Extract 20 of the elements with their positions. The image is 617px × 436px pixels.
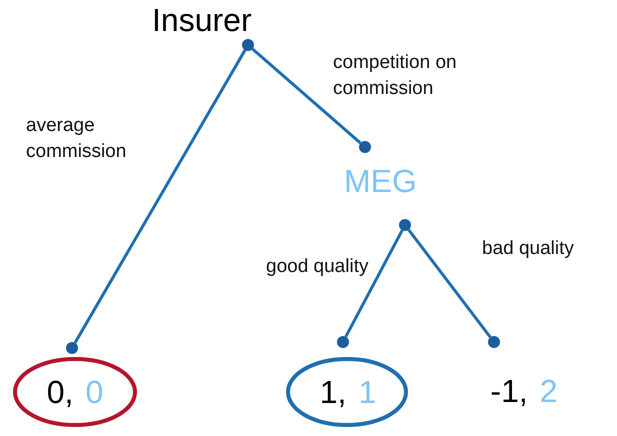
tree-node-dot [399,219,411,231]
tree-node-dot [337,336,349,348]
payoff-ellipse [286,357,408,427]
tree-node-dot [488,336,500,348]
player-label: Insurer [152,2,252,39]
tree-branch [252,48,362,144]
payoff-value: 1 [358,374,376,410]
payoff-value: -1, [490,372,528,410]
tree-branch [344,230,404,338]
player-label: MEG [344,163,417,200]
payoff-value: 2 [540,372,558,410]
payoff-value: 0 [85,374,104,410]
tree-branch [407,228,492,338]
tree-node-dot [242,39,254,51]
payoff-value: 0, [46,374,74,410]
tree-branch [74,49,246,344]
tree-node-dot [66,342,78,354]
payoff-value: 1, [320,374,346,410]
tree-node-dot [359,141,371,153]
payoff-ellipse [13,357,137,427]
